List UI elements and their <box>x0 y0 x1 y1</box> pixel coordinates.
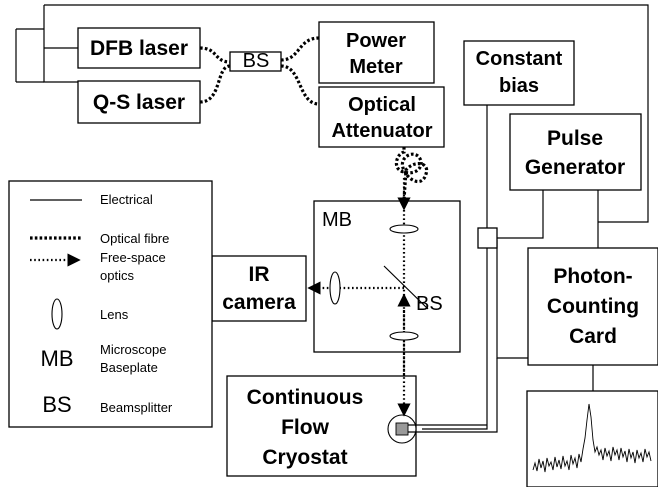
wire-tee-to-cryostat-1 <box>422 248 488 430</box>
fibre-qs-to-bs <box>199 64 231 104</box>
fibre-bs-to-attenuator <box>280 64 320 106</box>
optical-attenuator-box <box>318 86 445 148</box>
photon-counting-card-box <box>527 247 658 366</box>
photon-counting-label-3: Card <box>569 325 617 348</box>
wire-tee-to-pc <box>496 240 528 359</box>
histogram-trace-panel <box>526 390 658 487</box>
wire-laser-feed <box>15 5 78 83</box>
cryostat-box <box>226 375 417 477</box>
fibre-bs-to-meter <box>280 36 320 62</box>
qs-laser-label: Q-S laser <box>93 91 185 114</box>
fibre-coil <box>394 147 429 201</box>
cryostat-label-1: Continuous <box>247 386 364 409</box>
legend-mb-desc-2: Baseplate <box>100 360 158 375</box>
ir-camera-box <box>211 255 307 322</box>
legend-box <box>8 180 213 428</box>
optical-fibres <box>199 36 429 201</box>
beamsplitter-icon <box>383 265 429 310</box>
dfb-laser-label: DFB laser <box>90 37 188 60</box>
pulse-generator-label-1: Pulse <box>547 127 603 150</box>
fibre-dfb-to-bs <box>199 46 231 64</box>
electrical-wiring <box>15 4 649 430</box>
legend-fibre-label: Optical fibre <box>100 231 169 246</box>
power-meter-label-2: Meter <box>349 56 403 78</box>
lens-camera-icon <box>329 271 341 305</box>
free-space-optics <box>307 178 411 417</box>
wire-sample-leads <box>408 358 498 433</box>
cryostat-label-2: Flow <box>281 416 329 439</box>
photon-counting-label-1: Photon- <box>553 265 632 288</box>
lens-upper-icon <box>389 224 419 234</box>
wire-laser-left <box>16 28 44 83</box>
legend-lens-label: Lens <box>100 307 129 322</box>
wire-pulse-to-tee <box>497 190 544 239</box>
legend-free-space-label-1: Free-space <box>100 250 166 265</box>
optical-attenuator-label-2: Attenuator <box>331 120 432 142</box>
sample-icon <box>395 422 409 436</box>
constant-bias-label-2: bias <box>499 75 539 97</box>
ir-camera-label-1: IR <box>249 263 270 286</box>
power-meter-box <box>318 21 435 84</box>
legend-free-space-label-2: optics <box>100 268 134 283</box>
bs-coupler-label: BS <box>243 50 270 72</box>
ir-camera-label-2: camera <box>222 291 296 314</box>
mb-label: MB <box>322 209 352 231</box>
mb-bs-label: BS <box>416 293 443 315</box>
power-meter-label-1: Power <box>346 30 406 52</box>
optical-attenuator-label-1: Optical <box>348 94 416 116</box>
legend-lens-icon <box>51 298 63 330</box>
pulse-generator-box <box>509 113 642 191</box>
bias-tee-box <box>477 227 498 249</box>
photon-counting-label-2: Counting <box>547 295 639 318</box>
constant-bias-box <box>463 40 575 106</box>
constant-bias-label-1: Constant <box>476 48 563 70</box>
legend-electrical-label: Electrical <box>100 192 153 207</box>
pulse-generator-label-2: Generator <box>525 156 625 179</box>
legend: Electrical Optical fibre Free-space opti… <box>8 180 213 428</box>
legend-bs-desc: Beamsplitter <box>100 400 173 415</box>
legend-mb-symbol: MB <box>41 346 74 371</box>
lens-lower-icon <box>389 331 419 341</box>
wire-top-loop <box>44 4 649 223</box>
legend-bs-symbol: BS <box>42 392 71 417</box>
trace-signal <box>532 403 652 473</box>
cryostat-label-3: Cryostat <box>262 446 347 469</box>
legend-mb-desc-1: Microscope <box>100 342 166 357</box>
